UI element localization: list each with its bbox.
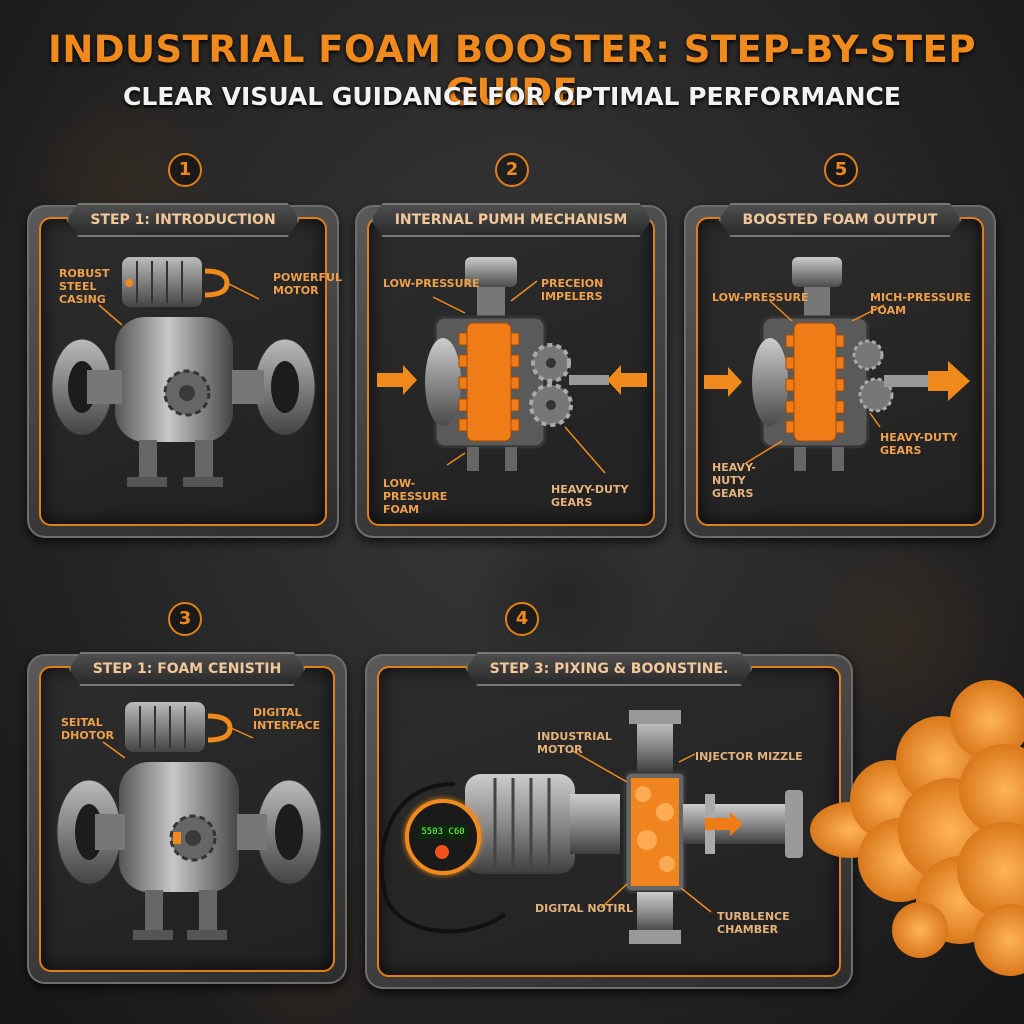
power-icon: [435, 845, 449, 859]
callout-label: DIGITAL NOTIRL: [535, 902, 633, 915]
step-panel-foam-cenistih: STEP 1: FOAM CENISTIH SEITAL DHOTOR DIGI…: [27, 654, 347, 984]
callout-label: HEAVY-NUTY GEARS: [712, 461, 756, 500]
step-number-badge: 1: [168, 153, 202, 187]
callout-label: HEAVY-DUTY GEARS: [551, 483, 629, 509]
pump-cutaway-illustration: [377, 257, 647, 474]
pump-illustration: [51, 257, 316, 487]
callout-label: LOW-PRESSURE: [712, 291, 809, 304]
page-title: INDUSTRIAL FOAM BOOSTER: STEP-BY-STEP GU…: [48, 28, 976, 114]
callout-label: HEAVY-DUTY GEARS: [880, 431, 958, 457]
step-panel-introduction: STEP 1: INTRODUCTION ROBUST STEEL CASING…: [27, 203, 342, 538]
step-number-badge: 5: [824, 153, 858, 187]
callout-label: INDUSTRIAL MOTOR: [537, 730, 612, 756]
callout-label: PRECEION IMPELERS: [541, 277, 604, 303]
panel-heading: STEP 3: PIXING & BOONSTINE.: [466, 652, 753, 686]
step-number-badge: 3: [168, 602, 202, 636]
panel-heading: BOOSTED FOAM OUTPUT: [719, 203, 962, 237]
callout-label: LOW-PRESSURE FOAM: [383, 477, 448, 516]
callout-label: POWERFUL MOTOR: [273, 271, 342, 297]
step-panel-mixing-boosting: STEP 3: PIXING & BOONSTINE. 5503 C60 IND…: [365, 654, 853, 989]
injector-assembly-illustration: [379, 710, 803, 944]
display-readout: 5503 C60: [419, 825, 467, 839]
callout-label: LOW-PRESSURE: [383, 277, 480, 290]
pump-illustration: [56, 702, 322, 940]
digital-display: 5503 C60: [405, 799, 481, 875]
page-subtitle: CLEAR VISUAL GUIDANCE FOR OPTIMAL PERFOR…: [123, 82, 901, 111]
callout-label: ROBUST STEEL CASING: [59, 267, 110, 306]
callout-label: DIGITAL INTERFACE: [253, 706, 321, 732]
panel-heading: INTERNAL PUMH MECHANISM: [371, 203, 652, 237]
step-panel-boosted-output: BOOSTED FOAM OUTPUT LOW-PRESSURE MICH-PR…: [684, 205, 996, 538]
callout-label: MICH-PRESSURE FOAM: [870, 291, 972, 317]
panel-heading: STEP 1: FOAM CENISTIH: [69, 652, 306, 686]
pump-output-illustration: [704, 257, 970, 471]
callout-label: INJECTOR MIZZLE: [695, 750, 803, 763]
callout-label: SEITAL DHOTOR: [61, 716, 115, 742]
step-number-badge: 4: [505, 602, 539, 636]
step-panel-pump-mechanism: INTERNAL PUMH MECHANISM LOW-PRESSURE PRE…: [355, 205, 667, 538]
panel-heading: STEP 1: INTRODUCTION: [66, 203, 299, 237]
callout-label: TURBLENCE CHAMBER: [717, 910, 790, 936]
step-number-badge: 2: [495, 153, 529, 187]
